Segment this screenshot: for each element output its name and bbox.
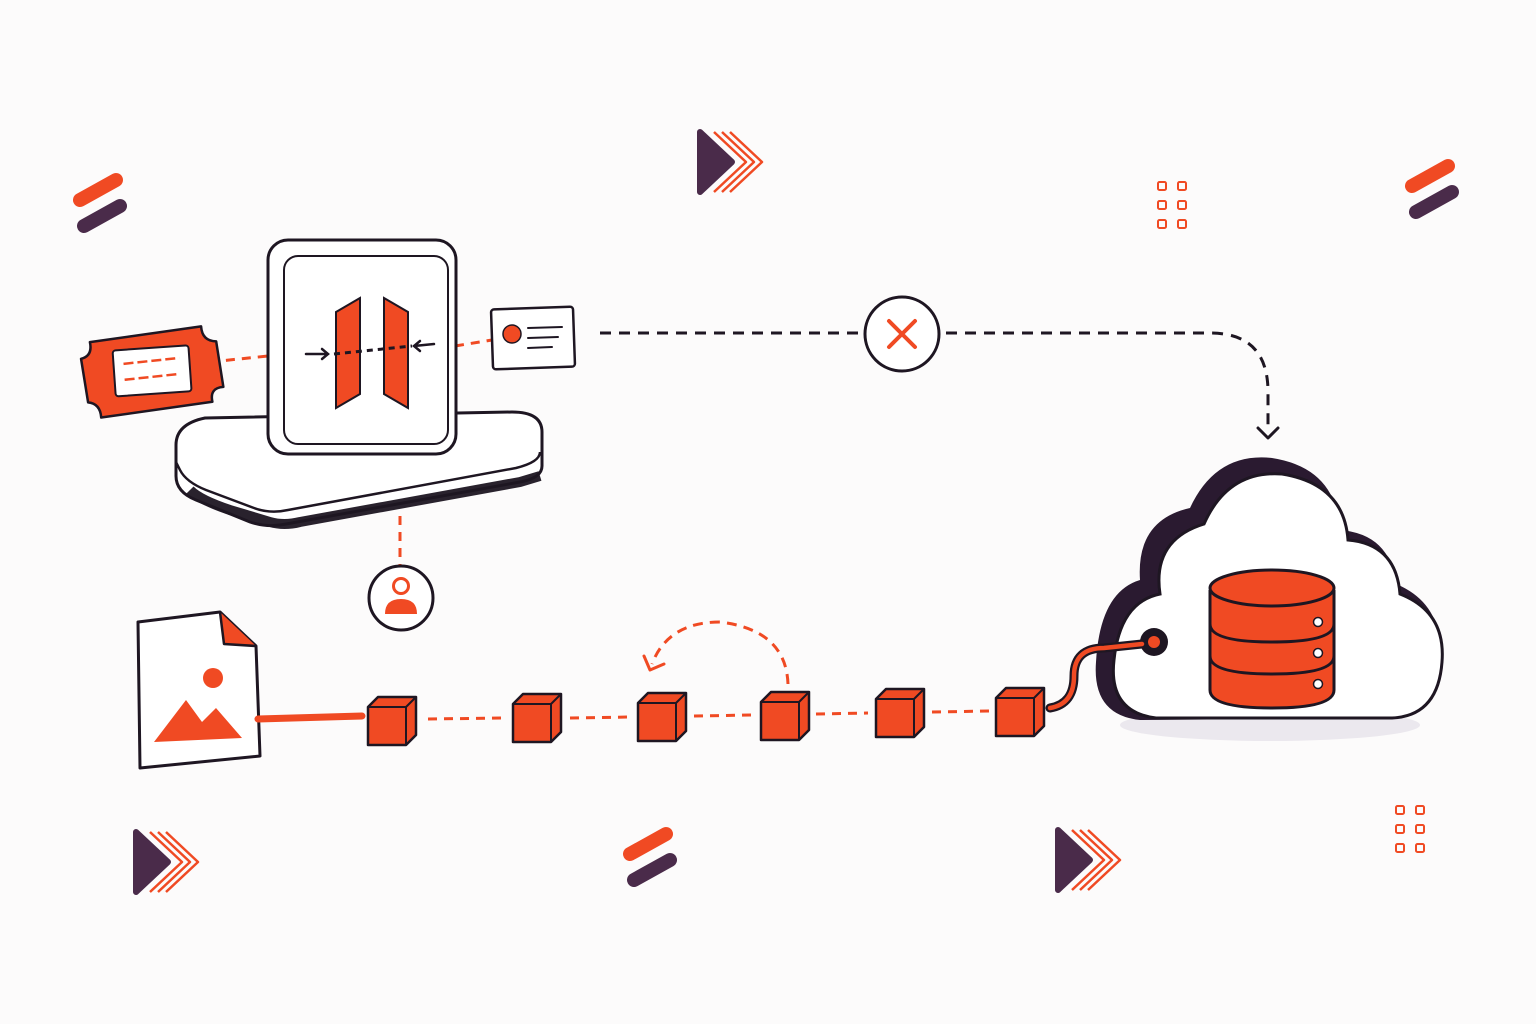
block-4 [759,690,811,742]
dot-grid-icon [1157,181,1187,229]
block-6 [994,686,1046,738]
ticket-token [79,325,225,419]
rejected-check [863,295,941,373]
cloud-database [1095,457,1444,741]
check-to-cloud-line [946,331,1270,430]
slash-logo-icon [1412,166,1452,212]
block-chain [254,620,1147,747]
loop-arrow [650,620,790,685]
block-3 [636,691,688,743]
x-mark-icon [887,319,917,349]
play-chevron-icon [700,132,762,192]
solid-link [254,712,366,723]
device-to-idcard-line [454,338,493,348]
block-1 [366,695,418,747]
block-5 [874,687,926,739]
slash-logo-icon [80,180,120,226]
dot-grid-icon [1395,805,1425,853]
ticket-to-device-line [209,354,269,364]
device-screen [266,238,458,456]
play-chevron-icon [136,832,198,892]
user-node [367,564,435,632]
play-chevron-icon [1058,830,1120,890]
database-icon [1208,568,1336,710]
arrow-head [1256,426,1280,440]
user-icon [385,577,417,614]
gateway-device [174,238,544,529]
block-2 [511,692,563,744]
image-file [136,610,262,770]
id-card [489,305,577,371]
vertical-split-bars-icon [304,296,436,410]
slash-logo-icon [630,834,670,880]
